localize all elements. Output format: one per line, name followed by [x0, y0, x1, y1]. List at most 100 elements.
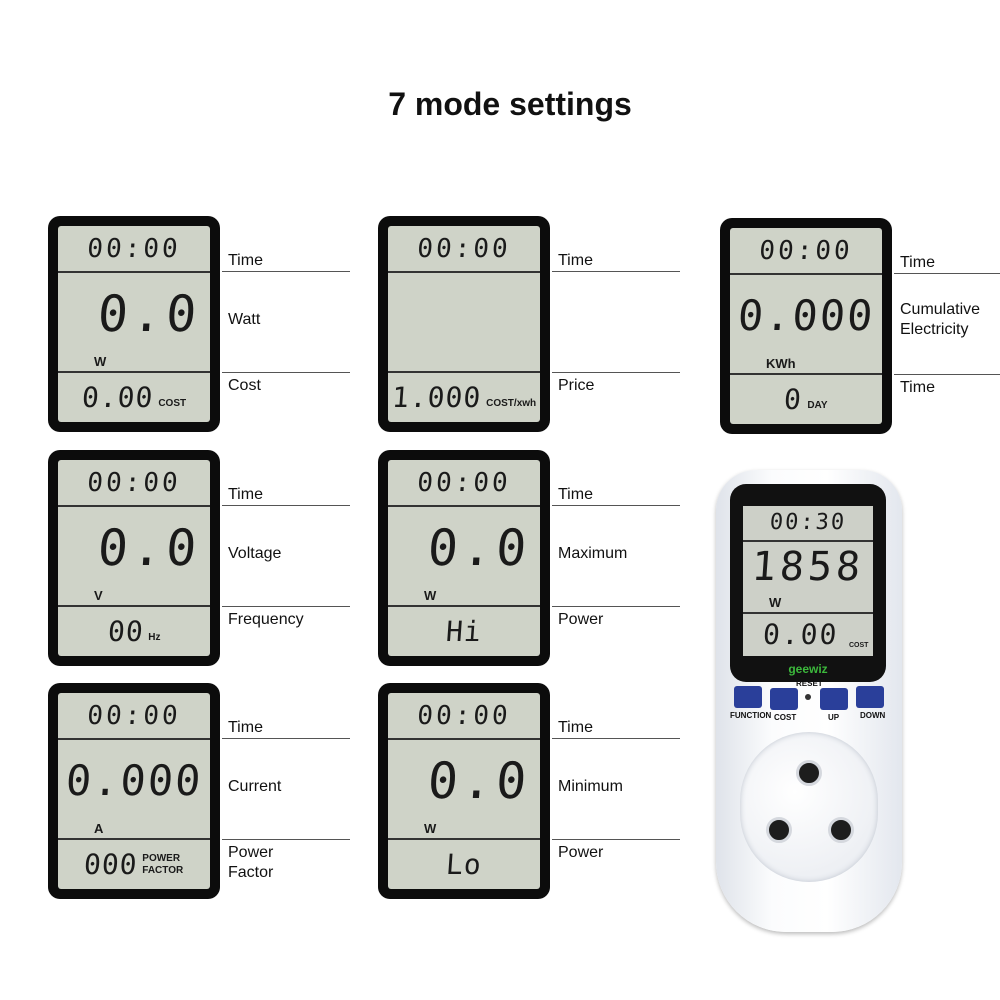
bottom-reading: 000: [82, 848, 139, 881]
divider-line: [222, 271, 350, 272]
label-middle: Maximum: [558, 545, 628, 562]
cost-button[interactable]: [770, 688, 798, 710]
time-reading: 00:00: [86, 468, 182, 498]
unit-label: A: [94, 821, 104, 836]
power-meter-device: 00:30 1858 W 0.00 COST geewiz RESET FUNC…: [716, 470, 902, 932]
bottom-unit: COST/xwh: [486, 398, 537, 409]
down-button[interactable]: [856, 686, 884, 708]
function-label: FUNCTION: [730, 711, 772, 720]
function-button[interactable]: [734, 686, 762, 708]
divider-line: [222, 606, 350, 607]
label-top: Time: [228, 719, 263, 736]
lcd-screen: 00:00 0.0 W Hi: [388, 460, 540, 656]
socket: [740, 732, 878, 882]
bottom-reading: 00: [106, 615, 145, 648]
bottom-reading: 0: [783, 383, 804, 416]
unit-label: V: [94, 588, 103, 603]
divider-line: [222, 372, 350, 373]
device-main-reading: 1858: [750, 544, 866, 590]
time-reading: 00:00: [416, 701, 512, 731]
label-bottom: Frequency: [228, 611, 304, 628]
lcd-panel: 00:00 0.0 W Lo: [378, 683, 550, 899]
main-reading: 0.0: [425, 752, 533, 810]
label-middle: Current: [228, 778, 282, 795]
divider-line: [552, 372, 680, 373]
label-top: Time: [558, 252, 593, 269]
device-lcd: 00:30 1858 W 0.00 COST: [743, 506, 873, 656]
label-bottom: Power Factor: [228, 844, 274, 881]
divider-line: [222, 738, 350, 739]
label-middle: Voltage: [228, 545, 282, 562]
device-unit: W: [769, 595, 782, 610]
time-reading: 00:00: [758, 236, 854, 266]
label-bottom: Price: [558, 377, 595, 394]
divider-line: [552, 738, 680, 739]
device-screen: 00:30 1858 W 0.00 COST geewiz: [730, 484, 886, 682]
bottom-reading: 0.00: [80, 381, 155, 414]
label-top: Time: [228, 486, 263, 503]
device-cost-unit: COST: [849, 642, 869, 649]
up-label: UP: [828, 713, 840, 722]
unit-label: W: [424, 588, 437, 603]
label-top: Time: [900, 254, 935, 271]
time-reading: 00:00: [416, 234, 512, 264]
label-bottom: Power: [558, 844, 604, 861]
label-top: Time: [558, 719, 593, 736]
reset-label: RESET: [796, 679, 823, 688]
divider-line: [552, 271, 680, 272]
divider-line: [222, 839, 350, 840]
divider-line: [552, 839, 680, 840]
socket-hole: [766, 817, 792, 843]
label-middle: Cumulative Electricity: [900, 301, 981, 338]
socket-hole: [828, 817, 854, 843]
main-reading: 0.000: [63, 756, 204, 805]
divider-line: [552, 505, 680, 506]
brand-logo: geewiz: [788, 662, 828, 676]
device-cost: 0.00: [761, 618, 840, 651]
main-reading: 0.0: [95, 519, 203, 577]
divider-line: [222, 505, 350, 506]
up-button[interactable]: [820, 688, 848, 710]
page-title: 7 mode settings: [388, 86, 632, 122]
unit-label: KWh: [766, 356, 796, 371]
label-bottom: Cost: [228, 377, 261, 394]
time-reading: 00:00: [416, 468, 512, 498]
bottom-unit: POWER FACTOR: [142, 852, 184, 876]
down-label: DOWN: [860, 711, 886, 720]
socket-hole: [796, 760, 822, 786]
unit-label: W: [94, 354, 107, 369]
label-middle: Minimum: [558, 778, 623, 795]
label-top: Time: [228, 252, 263, 269]
device-time: 00:30: [769, 510, 847, 535]
bottom-unit: COST: [158, 398, 187, 409]
cost-label: COST: [774, 713, 797, 722]
label-top: Time: [558, 486, 593, 503]
lcd-panel: 00:00 0.0 W Hi: [378, 450, 550, 666]
label-bottom: Time: [900, 379, 935, 396]
main-reading: 0.000: [735, 291, 876, 340]
divider-line: [894, 374, 1000, 375]
reset-button[interactable]: [805, 694, 811, 700]
label-bottom: Power: [558, 611, 604, 628]
main-reading: 0.0: [425, 519, 533, 577]
bottom-reading: Hi: [444, 615, 484, 648]
label-middle: Watt: [228, 311, 261, 328]
main-reading: 0.0: [95, 285, 203, 343]
bottom-reading: 1.000: [390, 381, 483, 414]
time-reading: 00:00: [86, 701, 182, 731]
bottom-unit: DAY: [807, 400, 828, 411]
unit-label: W: [424, 821, 437, 836]
divider-line: [552, 606, 680, 607]
bottom-reading: Lo: [444, 848, 484, 881]
divider-line: [894, 273, 1000, 274]
